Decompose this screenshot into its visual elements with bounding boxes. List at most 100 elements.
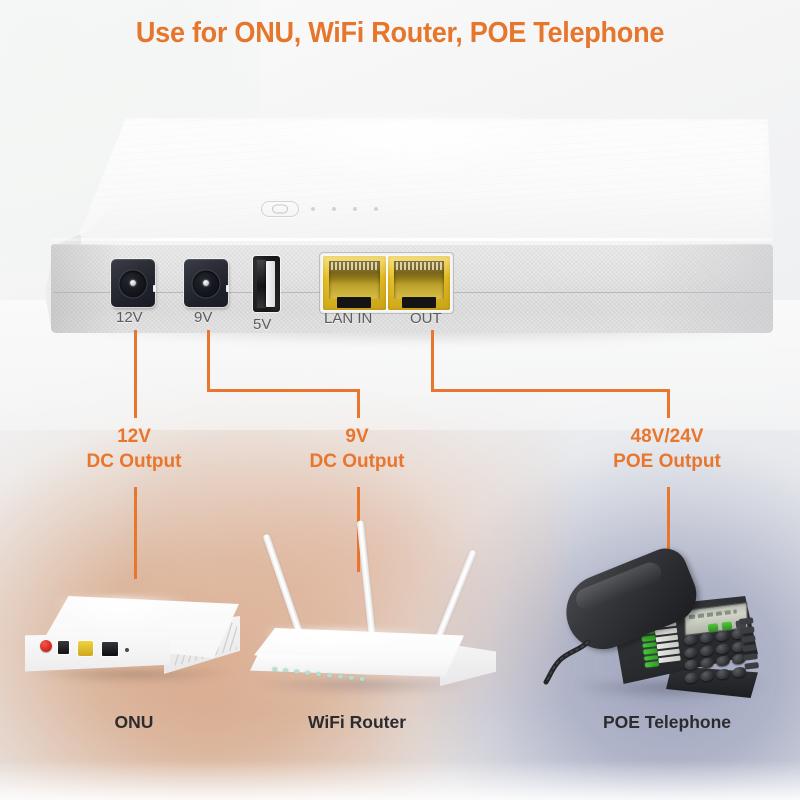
dc-jack-12v-pin	[130, 280, 136, 286]
router-top-highlight	[270, 630, 420, 656]
device-top-highlight	[234, 120, 579, 186]
rj45-lan-in-tab	[337, 297, 372, 308]
router-led	[348, 675, 354, 681]
poe-power-supply-device: 12V 9V 5V	[25, 118, 773, 344]
rj45-lan-in-pins	[331, 262, 378, 270]
onu-rj45-port[interactable]	[78, 641, 93, 656]
status-led-2	[332, 207, 336, 211]
usb-port-5v-tongue	[266, 261, 275, 307]
port-label-lan-in: LAN IN	[324, 310, 373, 327]
dc-jack-12v[interactable]	[111, 259, 156, 307]
wifi-router-device	[250, 520, 510, 696]
dc-jack-9v-pin	[203, 280, 209, 286]
dc-jack-12v-notch	[153, 285, 156, 292]
onu-power-jack[interactable]	[58, 641, 69, 654]
phone-function-key[interactable]	[741, 635, 756, 643]
output-label-12v: 12V DC Output	[74, 424, 194, 474]
rj45-port-lan-in[interactable]	[323, 256, 386, 310]
router-led	[272, 666, 278, 672]
router-led	[304, 670, 310, 676]
rj45-out-tab	[401, 297, 436, 308]
phone-function-key[interactable]	[744, 662, 759, 670]
phone-key[interactable]	[683, 633, 698, 646]
connector-line-9v-vertical-1	[207, 330, 210, 391]
dc-jack-9v-notch	[226, 285, 229, 292]
usb-port-5v[interactable]	[253, 256, 280, 312]
device-caption-poe-telephone: POE Telephone	[602, 712, 732, 732]
router-led	[283, 668, 288, 673]
device-caption-wifi-router: WiFi Router	[307, 712, 407, 732]
phone-key[interactable]	[700, 644, 714, 657]
router-led	[315, 671, 321, 677]
phone-key[interactable]	[684, 659, 698, 672]
connector-line-9v-vertical-2	[357, 389, 360, 418]
device-top-edge-highlight	[51, 238, 773, 241]
connector-line-poe-horizontal	[431, 389, 669, 392]
phone-function-key[interactable]	[738, 617, 754, 626]
background-bottom-fade	[0, 760, 800, 800]
router-led	[326, 672, 332, 678]
output-kind-12v: DC Output	[86, 451, 182, 472]
phone-key[interactable]	[700, 670, 715, 682]
output-kind-poe: POE Output	[613, 451, 721, 472]
onu-top-highlight	[55, 598, 185, 632]
phone-key[interactable]	[715, 630, 730, 642]
phone-coiled-cord	[543, 640, 591, 685]
port-label-12v: 12V	[116, 309, 143, 326]
connector-line-poe-vertical-1	[431, 330, 434, 391]
phone-function-key[interactable]	[743, 653, 758, 661]
output-label-poe: 48V/24V POE Output	[592, 424, 742, 474]
phone-key[interactable]	[684, 672, 699, 684]
output-voltage-poe: 48V/24V	[630, 426, 704, 447]
device-front-right-shading	[643, 244, 773, 333]
router-front-panel	[250, 654, 450, 678]
device-caption-onu: ONU	[114, 712, 154, 732]
device-front-left-shading	[51, 244, 121, 333]
rj45-port-housing	[320, 253, 453, 313]
status-led-3	[353, 207, 357, 211]
phone-line-led	[642, 641, 657, 648]
phone-key[interactable]	[716, 655, 730, 668]
port-label-9v: 9V	[194, 309, 213, 326]
router-led	[359, 676, 365, 682]
onu-optical-port[interactable]	[102, 642, 118, 656]
status-led-group	[311, 207, 378, 211]
router-led	[293, 669, 299, 675]
connector-line-poe-vertical-2	[667, 389, 670, 418]
onu-device	[25, 596, 240, 696]
rj45-port-out[interactable]	[387, 256, 450, 310]
onu-reset-button[interactable]	[40, 640, 52, 652]
output-voltage-9v: 9V	[345, 426, 369, 447]
phone-keypad[interactable]	[683, 628, 747, 684]
rj45-lan-in-gloss	[323, 256, 386, 278]
status-led-4	[374, 207, 378, 211]
phone-function-key[interactable]	[739, 626, 755, 634]
phone-key[interactable]	[700, 657, 714, 670]
dc-jack-9v[interactable]	[184, 259, 229, 307]
onu-front-panel	[25, 632, 170, 672]
rj45-out-pins	[395, 262, 442, 270]
status-led-1	[311, 207, 315, 211]
phone-label-strip	[658, 655, 681, 664]
phone-key[interactable]	[699, 632, 714, 644]
phone-key[interactable]	[684, 646, 698, 659]
poe-telephone-device	[536, 541, 776, 708]
phone-line-led	[643, 648, 658, 655]
phone-line-led	[643, 654, 659, 661]
phone-line-led	[641, 635, 657, 642]
router-drop-shadow	[256, 680, 466, 696]
connector-line-9v-horizontal	[207, 389, 359, 392]
power-button[interactable]	[261, 201, 299, 217]
page-title: Use for ONU, WiFi Router, POE Telephone	[135, 17, 665, 49]
rj45-out-gloss	[387, 256, 450, 278]
port-label-5v: 5V	[253, 316, 272, 333]
port-label-out: OUT	[410, 310, 442, 327]
phone-function-key[interactable]	[742, 644, 757, 652]
phone-key[interactable]	[716, 642, 730, 655]
connector-line-onu-stub	[134, 487, 137, 579]
output-voltage-12v: 12V	[117, 426, 151, 447]
connector-line-12v-vertical	[134, 330, 137, 418]
output-label-9v: 9V DC Output	[297, 424, 417, 474]
phone-key[interactable]	[716, 668, 731, 680]
